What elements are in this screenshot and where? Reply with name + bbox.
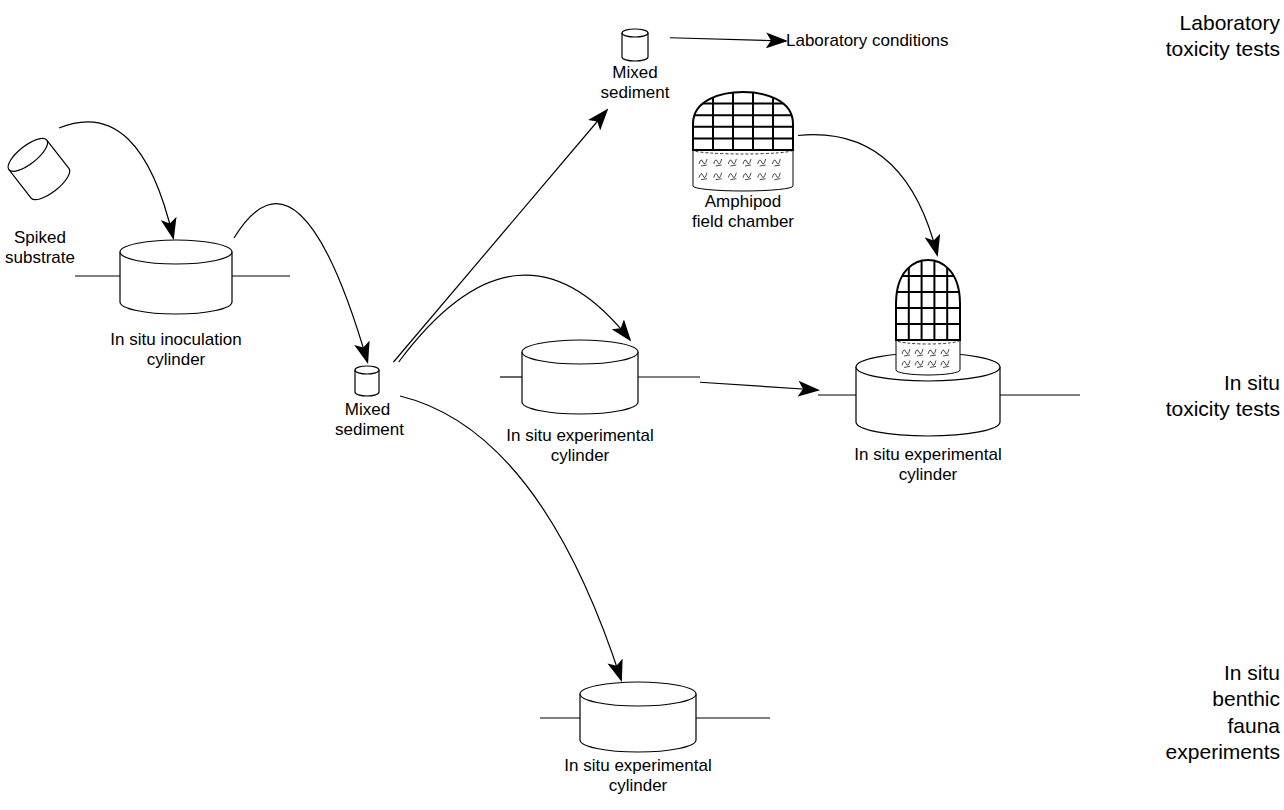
substrate-container: Spiked substrate [2,128,78,278]
sediment-sample: Mixed sediment [335,362,400,447]
node-label: Amphipod field chamber [688,192,798,233]
node-label: Laboratory conditions [786,31,986,51]
node-label: In situ experimental cylinder [558,756,718,797]
section-label: Laboratory toxicity tests [1155,10,1280,63]
amphipod-chamber: Amphipod field chamber [688,92,798,237]
flow-arrow [234,204,368,362]
sediment-sample: Mixed sediment [600,25,670,110]
flow-arrow [798,135,937,255]
flow-arrow [670,38,786,41]
flow-arrow [394,110,608,362]
inoculation-cylinder: In situ inoculation cylinder [72,238,297,378]
node-label: In situ inoculation cylinder [101,330,251,371]
section-label: In situ benthic fauna experiments [1155,660,1280,765]
flow-arrow [700,382,818,390]
flow-arrow [59,122,173,238]
node-label: Mixed sediment [335,400,400,441]
experimental-cylinder: In situ experimental cylinder [500,340,700,472]
experimental-cylinder: In situ experimental cylinder [540,680,772,799]
node-label: In situ experimental cylinder [848,445,1008,486]
node-label: Spiked substrate [2,228,78,269]
lab-conditions: Laboratory conditions [786,28,986,54]
node-label: Mixed sediment [600,63,670,104]
section-label: In situ toxicity tests [1155,370,1280,423]
experimental-cylinder: In situ experimental cylinder [818,255,1083,488]
node-label: In situ experimental cylinder [500,426,660,467]
